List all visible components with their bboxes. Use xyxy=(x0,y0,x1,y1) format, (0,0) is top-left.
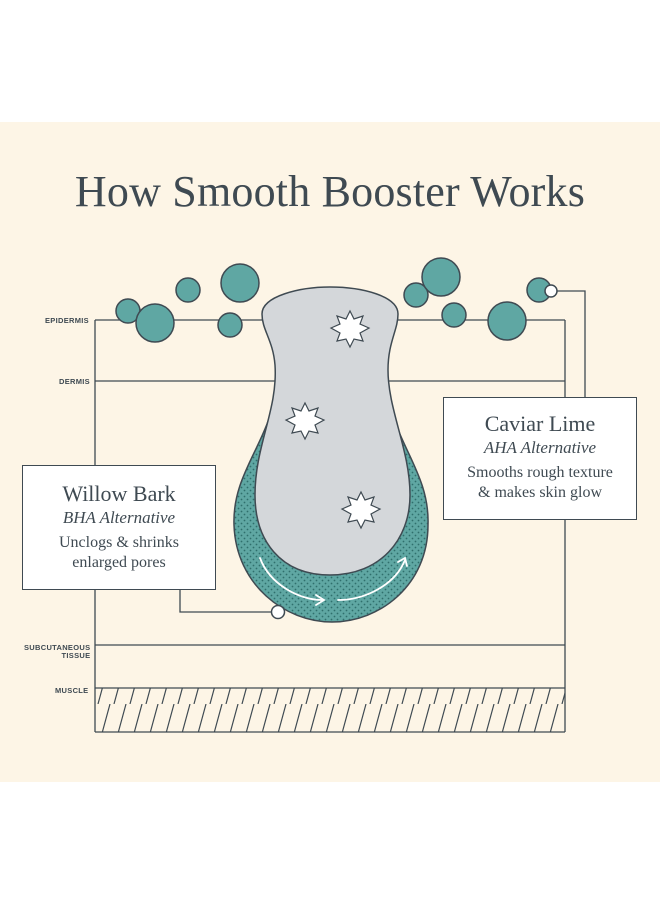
bubble-icons xyxy=(115,257,552,343)
callout-caviar-desc-1: Smooths rough texture xyxy=(467,464,613,481)
starburst-icons xyxy=(284,309,382,530)
label-subcutaneous: SUBCUTANEOUS TISSUE xyxy=(24,643,91,660)
bubble-icon xyxy=(441,302,467,328)
bubble-icon xyxy=(403,282,429,308)
leader-lines xyxy=(179,290,586,613)
callout-willow-type: BHA Alternative xyxy=(62,508,176,527)
bubble-icon xyxy=(135,303,175,343)
label-dermis: DERMIS xyxy=(59,377,90,386)
pore-inner xyxy=(254,286,411,576)
starburst-icon xyxy=(329,309,371,349)
muscle-hatch xyxy=(95,688,565,732)
bubble-icon xyxy=(175,277,201,303)
starburst-icon xyxy=(340,490,382,530)
callout-willow-desc-1: Unclogs & shrinks xyxy=(59,534,179,551)
callout-willow-name: Willow Bark xyxy=(62,481,176,506)
bubble-icon xyxy=(220,263,260,303)
bubble-icon xyxy=(487,301,527,341)
bubble-icon xyxy=(217,312,243,338)
callout-caviar-type: AHA Alternative xyxy=(483,438,597,457)
callout-willow-bark: Willow Bark BHA Alternative Unclogs & sh… xyxy=(22,465,216,590)
label-epidermis: EPIDERMIS xyxy=(45,316,89,325)
callout-caviar-lime: Caviar Lime AHA Alternative Smooths roug… xyxy=(443,397,637,520)
bubble-icon xyxy=(421,257,461,297)
curved-arrow-icon xyxy=(259,556,408,606)
starburst-icon xyxy=(284,401,326,441)
willow-anchor-dot xyxy=(270,604,286,620)
callout-caviar-name: Caviar Lime xyxy=(484,411,596,436)
callout-willow-desc-2: enlarged pores xyxy=(72,554,166,571)
callout-caviar-desc-2: & makes skin glow xyxy=(478,484,602,501)
page-title: How Smooth Booster Works xyxy=(74,167,586,216)
caviar-anchor-dot xyxy=(544,284,558,298)
label-muscle: MUSCLE xyxy=(55,686,89,695)
